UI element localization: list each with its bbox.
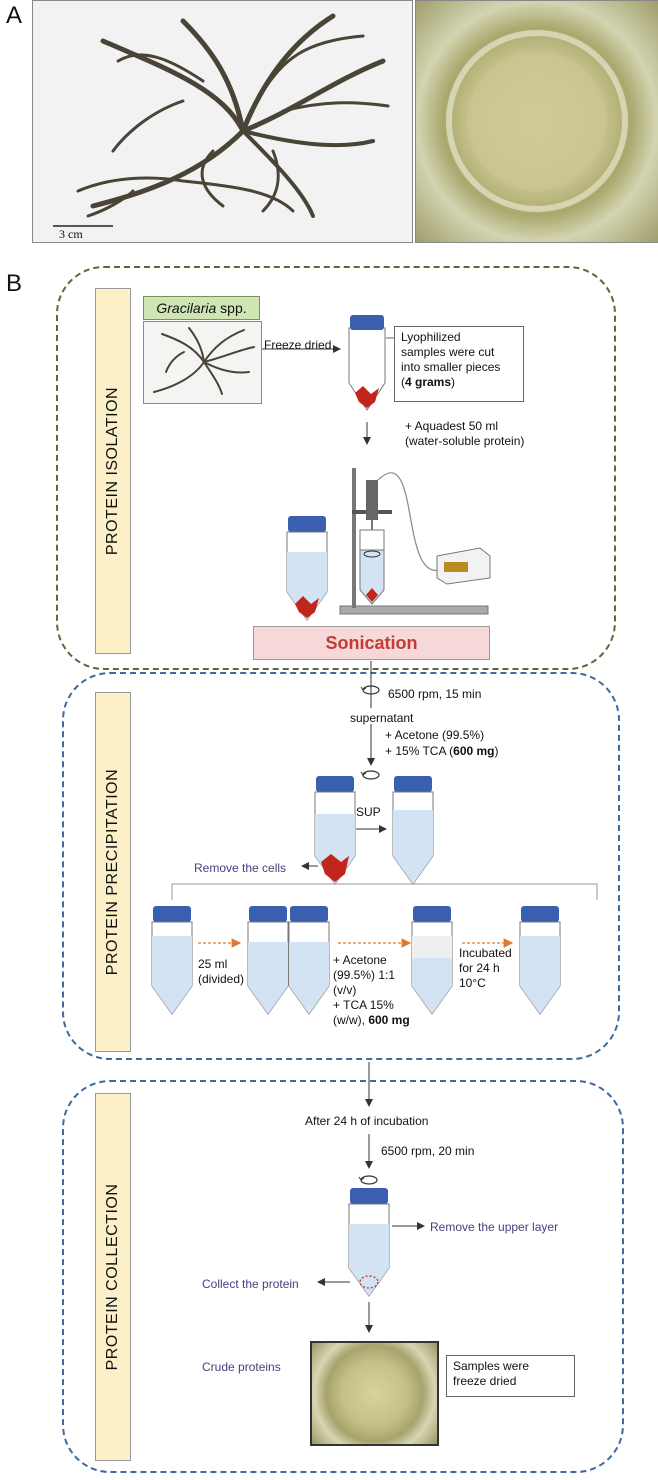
sample-tube bbox=[348, 315, 386, 411]
lyophilized-line3: into smaller pieces bbox=[401, 360, 501, 374]
lyophilized-callout: Lyophilized samples were cut into smalle… bbox=[394, 326, 524, 402]
precipitation-container bbox=[62, 672, 620, 1060]
divided-line2: (divided) bbox=[198, 972, 245, 986]
step-line4: + TCA 15% bbox=[333, 998, 394, 1012]
scale-bar-label: 3 cm bbox=[59, 227, 83, 241]
aquadest-line1: + Aquadest 50 ml bbox=[405, 419, 499, 433]
split-bracket bbox=[171, 883, 598, 900]
crude-protein-photo bbox=[415, 0, 658, 243]
incubated-line1: Incubated bbox=[459, 946, 512, 960]
row-tube-3 bbox=[288, 906, 330, 1015]
acetone-label: + Acetone (99.5%) bbox=[385, 728, 485, 742]
rotor-20 bbox=[358, 1175, 378, 1185]
sonication-label: Sonication bbox=[325, 633, 418, 653]
row-tube-1 bbox=[151, 906, 193, 1015]
cells-tube bbox=[314, 776, 356, 885]
seaweed-drawing bbox=[53, 13, 390, 227]
lyophilized-line2: samples were cut bbox=[401, 345, 495, 359]
lyophilized-close: ) bbox=[451, 375, 456, 389]
step-line3: (v/v) bbox=[333, 983, 357, 997]
sonicator-generator bbox=[436, 547, 491, 585]
species-name: Gracilaria bbox=[156, 300, 217, 316]
remove-upper-layer-label: Remove the upper layer bbox=[430, 1220, 559, 1234]
remove-cells-label: Remove the cells bbox=[194, 861, 287, 875]
collect-protein-label: Collect the protein bbox=[202, 1277, 299, 1291]
collection-drawing bbox=[317, 1062, 425, 1333]
aquadest-line2: (water-soluble protein) bbox=[405, 434, 525, 448]
collection-container bbox=[62, 1080, 624, 1473]
species-suffix: spp. bbox=[216, 300, 247, 316]
water-tube bbox=[286, 516, 328, 621]
panel-a-label: A bbox=[6, 2, 23, 29]
step-line5-amount: 600 mg bbox=[368, 1013, 410, 1027]
tca-prefix: + 15% TCA ( bbox=[385, 744, 454, 758]
step-line1: + Acetone bbox=[333, 953, 387, 967]
sup-tube bbox=[392, 776, 434, 885]
row-tube-4 bbox=[411, 906, 453, 1015]
after-incubation-label: After 24 h of incubation bbox=[305, 1114, 429, 1128]
rotor-15 bbox=[360, 685, 380, 695]
supernatant-label: supernatant bbox=[350, 711, 414, 725]
tca-label: + 15% TCA (600 mg) bbox=[385, 744, 499, 759]
final-tube bbox=[348, 1188, 390, 1297]
panel-b-label: B bbox=[6, 270, 23, 297]
lyophilized-line4: (4 grams) bbox=[401, 375, 517, 390]
sonication-banner: Sonication bbox=[253, 626, 490, 660]
lyophilized-open: ( bbox=[401, 375, 405, 389]
spin-15-label: 6500 rpm, 15 min bbox=[388, 687, 482, 701]
crude-proteins-label: Crude proteins bbox=[202, 1360, 281, 1374]
freeze-dried-callout-line2: freeze dried bbox=[453, 1374, 517, 1388]
step-line5-prefix: (w/w), bbox=[333, 1013, 369, 1027]
rotor-precip bbox=[360, 770, 380, 780]
divided-line1: 25 ml bbox=[198, 957, 228, 971]
species-label: Gracilaria spp. bbox=[143, 296, 260, 320]
row-tube-5 bbox=[519, 906, 561, 1015]
incubated-line3: 10°C bbox=[459, 976, 486, 990]
seaweed-photo: 3 cm bbox=[32, 0, 413, 243]
freeze-dried-callout-line1: Samples were bbox=[453, 1359, 530, 1373]
seaweed-thumbnail bbox=[143, 321, 262, 404]
freeze-dried-callout: Samples were freeze dried bbox=[446, 1355, 575, 1397]
collection-side-label: PROTEIN COLLECTION bbox=[95, 1093, 131, 1461]
sup-label: SUP bbox=[356, 805, 381, 819]
precipitation-drawing bbox=[151, 661, 598, 1015]
row-tube-2 bbox=[247, 906, 289, 1015]
incubated-line2: for 24 h bbox=[459, 961, 500, 975]
precipitation-side-label: PROTEIN PRECIPITATION bbox=[95, 692, 131, 1052]
tca-amount: 600 mg bbox=[453, 744, 495, 758]
lyophilized-grams: 4 grams bbox=[405, 375, 452, 389]
step-line2: (99.5%) 1:1 bbox=[333, 968, 396, 982]
lyophilized-line1: Lyophilized bbox=[401, 330, 461, 344]
step-line5: (w/w), 600 mg bbox=[333, 1013, 410, 1028]
tca-suffix: ) bbox=[494, 744, 499, 758]
isolation-container bbox=[56, 266, 616, 670]
isolation-side-label: PROTEIN ISOLATION bbox=[95, 288, 131, 654]
isolation-drawing bbox=[262, 315, 491, 621]
spin-20-label: 6500 rpm, 20 min bbox=[381, 1144, 475, 1158]
sonicator-stand bbox=[339, 468, 489, 615]
crude-protein-thumbnail bbox=[310, 1341, 439, 1446]
